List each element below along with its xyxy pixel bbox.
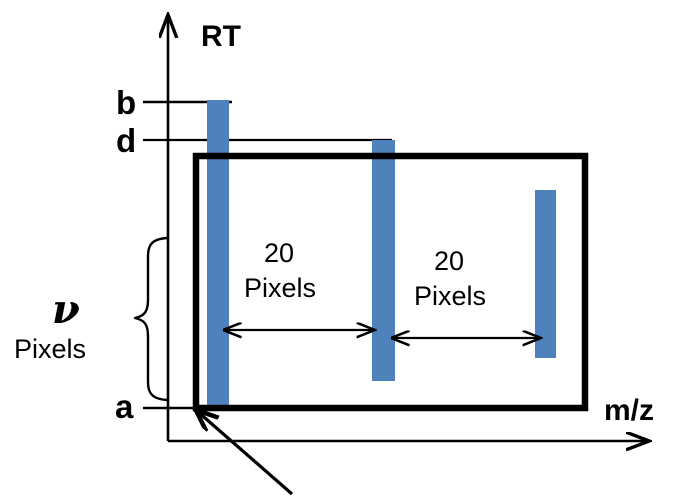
dimension-2-unit: Pixels — [413, 281, 487, 311]
tick-label-d: d — [116, 122, 137, 159]
origin-pointer-arrow — [197, 411, 294, 496]
peak-bar-3 — [535, 190, 556, 358]
height-brace — [133, 236, 169, 402]
x-axis-label: m/z — [604, 394, 655, 427]
tick-label-a: a — [115, 388, 134, 425]
peak-bar-1 — [207, 100, 229, 405]
tick-label-b: b — [116, 84, 137, 121]
region-height-unit: Pixels — [14, 334, 87, 364]
roi-rectangle — [192, 152, 589, 412]
region-height-symbol: ν — [52, 286, 80, 333]
peak-bar-2 — [372, 140, 395, 381]
dimension-2-value: 20 — [433, 246, 465, 276]
dimension-1-value: 20 — [263, 238, 295, 268]
y-axis-label: RT — [201, 20, 241, 53]
dimension-1-unit: Pixels — [243, 273, 317, 303]
